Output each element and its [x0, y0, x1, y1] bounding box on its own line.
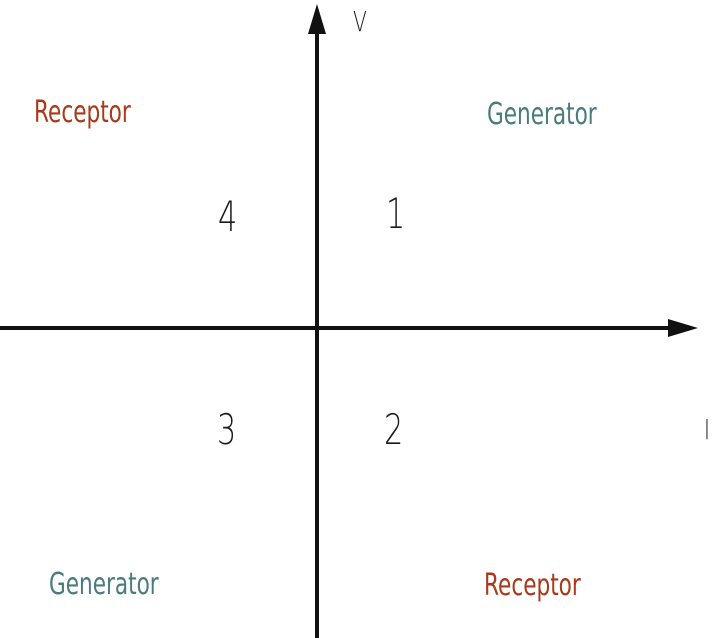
y-axis-label: V: [353, 5, 367, 38]
quadrant-3-mode-label: Generator: [49, 567, 159, 602]
quadrant-4-number: 4: [218, 192, 238, 241]
x-axis-arrowhead: [668, 319, 698, 337]
quadrant-1-mode-label: Generator: [487, 97, 597, 132]
quadrant-4-mode-label: Receptor: [34, 95, 131, 130]
quadrant-1-number: 1: [386, 189, 406, 238]
quadrant-3-number: 3: [217, 405, 237, 454]
quadrant-2-number: 2: [384, 405, 404, 454]
x-axis-label: I: [704, 413, 710, 446]
y-axis-arrowhead: [308, 4, 326, 34]
quadrant-2-mode-label: Receptor: [484, 568, 581, 603]
